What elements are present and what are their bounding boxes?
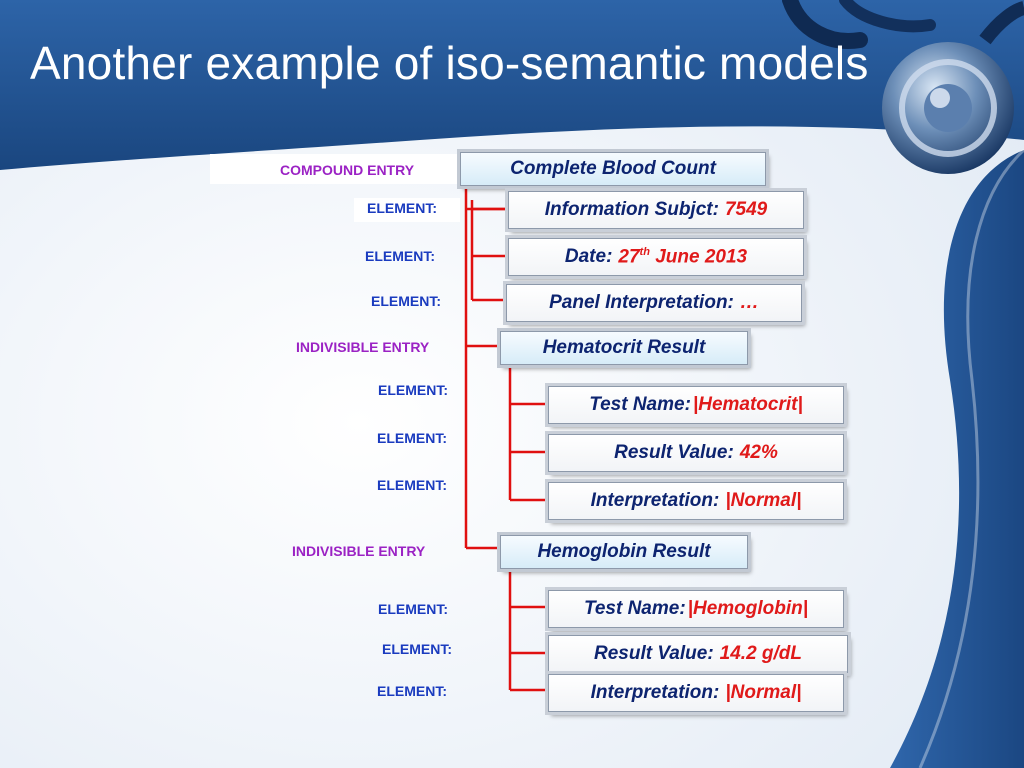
element-value: … bbox=[739, 292, 759, 313]
element-name: Interpretation: bbox=[590, 490, 720, 511]
element-label: ELEMENT: bbox=[367, 200, 437, 216]
indivisible-entry-box: Hemoglobin Result bbox=[500, 535, 748, 569]
element-box: Panel Interpretation: … bbox=[506, 284, 802, 322]
element-value: |Normal| bbox=[725, 490, 802, 511]
element-label: ELEMENT: bbox=[377, 683, 447, 699]
element-name: Test Name: bbox=[589, 394, 691, 415]
element-name: Result Value: bbox=[593, 643, 714, 664]
element-box: Test Name: |Hemoglobin| bbox=[548, 590, 844, 628]
element-label: ELEMENT: bbox=[377, 477, 447, 493]
page-title: Another example of iso-semantic models bbox=[30, 37, 869, 89]
element-name: Panel Interpretation: bbox=[549, 292, 734, 313]
indivisible-entry-box: Hematocrit Result bbox=[500, 331, 748, 365]
indivisible-entry-title: Hematocrit Result bbox=[542, 337, 706, 358]
label-backdrop bbox=[354, 198, 460, 222]
element-label: ELEMENT: bbox=[382, 641, 452, 657]
element-label: ELEMENT: bbox=[377, 430, 447, 446]
element-name: Information Subjct: bbox=[544, 199, 719, 220]
element-value: |Hemoglobin| bbox=[687, 598, 809, 619]
indivisible-entry-label: INDIVISIBLE ENTRY bbox=[292, 543, 426, 559]
element-name: Result Value: bbox=[614, 442, 734, 463]
element-box: Result Value: 14.2 g/dL bbox=[548, 635, 848, 673]
element-label: ELEMENT: bbox=[378, 382, 448, 398]
indivisible-entry-label: INDIVISIBLE ENTRY bbox=[296, 339, 430, 355]
indivisible-entry-title: Hemoglobin Result bbox=[537, 541, 711, 562]
element-box: Interpretation: |Normal| bbox=[548, 482, 844, 520]
element-value: 27th June 2013 bbox=[618, 245, 748, 268]
element-label: ELEMENT: bbox=[371, 293, 441, 309]
compound-entry-box: Complete Blood Count bbox=[460, 152, 766, 186]
compound-entry-title: Complete Blood Count bbox=[510, 158, 716, 179]
element-name: Interpretation: bbox=[590, 682, 720, 703]
label-backdrop bbox=[210, 154, 462, 184]
element-name: Date: bbox=[564, 246, 613, 267]
element-label: ELEMENT: bbox=[365, 248, 435, 264]
element-value: 7549 bbox=[724, 199, 768, 220]
element-value: 42% bbox=[739, 442, 778, 463]
element-label: ELEMENT: bbox=[378, 601, 448, 617]
element-box: Result Value: 42% bbox=[548, 434, 844, 472]
compound-entry-label: COMPOUND ENTRY bbox=[280, 162, 415, 178]
element-name: Test Name: bbox=[583, 598, 686, 619]
element-box: Information Subjct: 7549 bbox=[508, 191, 804, 229]
element-box: Interpretation: |Normal| bbox=[548, 674, 844, 712]
element-value: |Hematocrit| bbox=[692, 394, 803, 415]
element-box: Test Name: |Hematocrit| bbox=[548, 386, 844, 424]
element-value: 14.2 g/dL bbox=[719, 643, 803, 664]
element-value: |Normal| bbox=[725, 682, 802, 703]
element-box: Date: 27th June 2013 bbox=[508, 238, 804, 276]
